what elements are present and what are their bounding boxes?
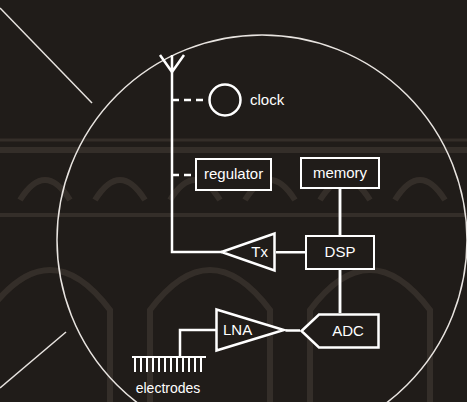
signal-wire xyxy=(339,270,342,313)
adc-block: ADC xyxy=(300,313,380,349)
signal-wire xyxy=(276,251,305,254)
lna-amp: LNA xyxy=(215,308,285,352)
node-label: regulator xyxy=(204,166,263,183)
dsp-box: DSP xyxy=(305,235,375,270)
transmitter-amp: Tx xyxy=(220,232,276,272)
electrode-comb xyxy=(132,357,206,372)
zoom-line xyxy=(0,8,92,103)
electrode-wire xyxy=(180,330,216,357)
node-label: memory xyxy=(313,165,367,182)
shape-outline-path xyxy=(217,310,284,351)
node-label: DSP xyxy=(325,244,356,261)
shape-outline-path xyxy=(222,234,275,271)
node-label: clock xyxy=(250,92,284,109)
clock-circle xyxy=(208,83,242,117)
node-label: ADC xyxy=(332,323,364,340)
part-label: electrodes xyxy=(136,380,201,396)
aqueduct-photo xyxy=(0,140,467,402)
shape-outline-path xyxy=(302,315,379,348)
clock-outline xyxy=(210,85,241,116)
clock-node: clock xyxy=(208,83,284,117)
node-label: LNA xyxy=(223,322,252,339)
node-label: Tx xyxy=(251,244,268,261)
dashed-link xyxy=(172,99,206,102)
signal-wire xyxy=(285,329,300,332)
antenna-symbol xyxy=(160,55,184,72)
zoom-lens xyxy=(0,8,467,402)
dashed-link xyxy=(172,174,193,177)
zoom-line xyxy=(0,332,66,388)
zoom-circle xyxy=(57,35,467,402)
regulator-box: regulator xyxy=(195,158,272,191)
memory-box: memory xyxy=(300,157,380,189)
